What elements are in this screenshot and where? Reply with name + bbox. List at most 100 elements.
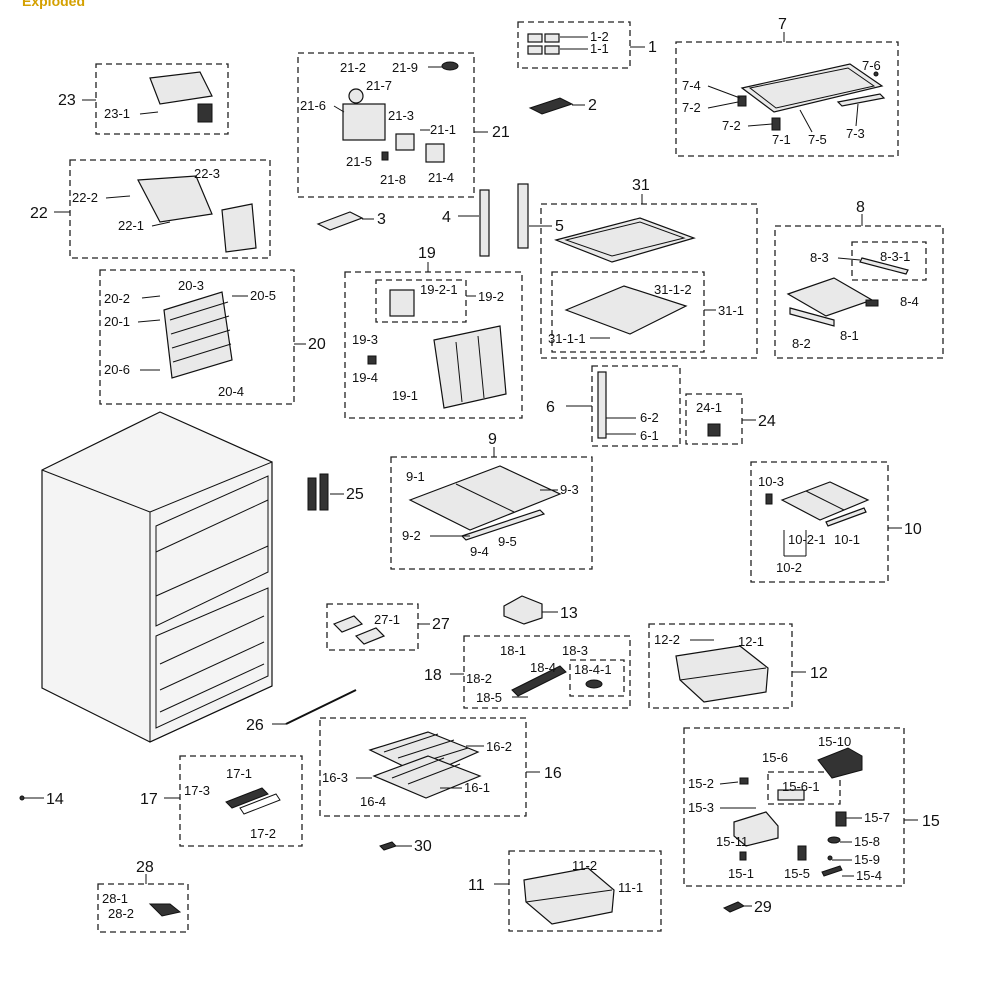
group-12-box	[648, 623, 793, 709]
group-19-2-box	[375, 279, 467, 323]
label-20: 20	[308, 336, 326, 353]
part-24-1-shape	[707, 423, 721, 437]
label-16: 16	[544, 765, 562, 782]
group-10: 10 10-3 10-2-1 10-2 10-1	[750, 461, 922, 583]
label-10-3: 10-3	[758, 474, 784, 489]
label-7-5: 7-5	[808, 132, 827, 147]
group-15: 15 15-10 15-6 15-2 15-6-1 15-3 15-7 15-1…	[683, 727, 940, 887]
label-29: 29	[754, 899, 772, 916]
part-21-2-shape	[348, 88, 364, 104]
label-21-3: 21-3	[388, 108, 414, 123]
part-17-shape	[225, 787, 269, 809]
group-23-box	[95, 63, 229, 135]
label-21-2: 21-2	[340, 60, 366, 75]
group-25: 25	[307, 473, 364, 511]
group-24-box	[685, 393, 743, 445]
label-8-1: 8-1	[840, 328, 859, 343]
group-27-box	[326, 603, 419, 651]
label-9-1: 9-1	[406, 469, 425, 484]
label-8-3: 8-3	[810, 250, 829, 265]
part-28-shape	[148, 903, 182, 917]
group-8: 8 8-3 8-3-1 8-4 8-1 8-2	[774, 199, 944, 359]
label-7: 7	[778, 16, 787, 33]
label-16-2: 16-2	[486, 739, 512, 754]
label-19-1: 19-1	[392, 388, 418, 403]
label-11: 11	[468, 877, 485, 894]
part-7-3-shape	[836, 93, 886, 107]
label-1-1: 1-1	[590, 41, 609, 56]
part-5-shape	[517, 183, 529, 249]
label-11-2: 11-2	[572, 858, 597, 873]
group-8-box	[774, 225, 944, 359]
label-15-8: 15-8	[854, 834, 880, 849]
group-11-box	[508, 850, 662, 932]
part-14-shape	[19, 795, 25, 801]
label-20-1: 20-1	[104, 314, 130, 329]
label-15-7: 15-7	[864, 810, 890, 825]
group-9-box	[390, 456, 593, 570]
part-1-2-shape	[527, 33, 543, 43]
label-17: 17	[140, 791, 158, 808]
label-10-2: 10-2	[776, 560, 802, 575]
label-20-2: 20-2	[104, 291, 130, 306]
label-16-3: 16-3	[322, 770, 348, 785]
label-10-1: 10-1	[834, 532, 860, 547]
group-17-box	[179, 755, 303, 847]
part-21-4-shape	[425, 143, 445, 163]
group-28-box	[97, 883, 189, 933]
label-18-4-1: 18-4-1	[574, 662, 612, 677]
part-15-3-shape	[733, 811, 779, 847]
label-24-1: 24-1	[696, 400, 722, 415]
part-10-1-shape	[825, 507, 867, 527]
group-6: 6 6-2 6-1	[546, 365, 681, 447]
part-4-shape	[479, 189, 490, 257]
label-9-2: 9-2	[402, 528, 421, 543]
label-14: 14	[46, 791, 64, 808]
label-28-1: 28-1	[102, 891, 128, 906]
group-30: 30	[379, 838, 432, 855]
label-3: 3	[377, 211, 386, 228]
label-27: 27	[432, 616, 450, 633]
page-title: Exploded	[22, 0, 85, 9]
part-2-shape	[528, 97, 574, 115]
label-18-2: 18-2	[466, 671, 492, 686]
label-13: 13	[560, 605, 578, 622]
part-1-2b-shape	[544, 33, 560, 43]
part-15-10-shape	[817, 747, 863, 779]
part-21-3-shape	[395, 133, 415, 151]
group-18: 18 18-1 18-3 18-4 18-4-1 18-2 18-5	[424, 635, 631, 709]
label-16-4: 16-4	[360, 794, 386, 809]
group-2: 2	[528, 97, 597, 115]
label-22-2: 22-2	[72, 190, 98, 205]
label-21: 21	[492, 124, 510, 141]
label-8-2: 8-2	[792, 336, 811, 351]
label-10: 10	[904, 521, 922, 538]
part-9-4-shape	[460, 509, 546, 541]
group-18-4-box	[569, 659, 625, 697]
label-15-11: 15-11	[716, 834, 748, 849]
label-12: 12	[810, 665, 828, 682]
label-1: 1	[648, 39, 657, 56]
group-24: 24-1 24	[685, 393, 776, 445]
group-18-box	[463, 635, 631, 709]
part-27-shape	[332, 615, 364, 633]
part-3-shape	[316, 211, 364, 231]
label-15-6-1: 15-6-1	[782, 779, 820, 794]
label-20-3: 20-3	[178, 278, 204, 293]
label-26: 26	[246, 717, 264, 734]
group-14: 14	[19, 791, 64, 808]
label-18-4: 18-4	[530, 660, 556, 675]
part-25-shape	[307, 477, 317, 511]
part-21-9-shape	[441, 61, 459, 71]
group-19: 19 19-2-1 19-2 19-3 19-4 19-1	[344, 245, 523, 419]
label-7-2b: 7-2	[722, 118, 741, 133]
label-21-8: 21-8	[380, 172, 406, 187]
group-20-box	[99, 269, 295, 405]
part-8-3-1-shape	[859, 257, 909, 275]
label-4: 4	[442, 209, 451, 226]
group-16-box	[319, 717, 527, 817]
part-23-shape	[149, 71, 213, 105]
label-8-4: 8-4	[900, 294, 919, 309]
label-12-1: 12-1	[738, 634, 764, 649]
group-5: 5	[517, 183, 564, 249]
